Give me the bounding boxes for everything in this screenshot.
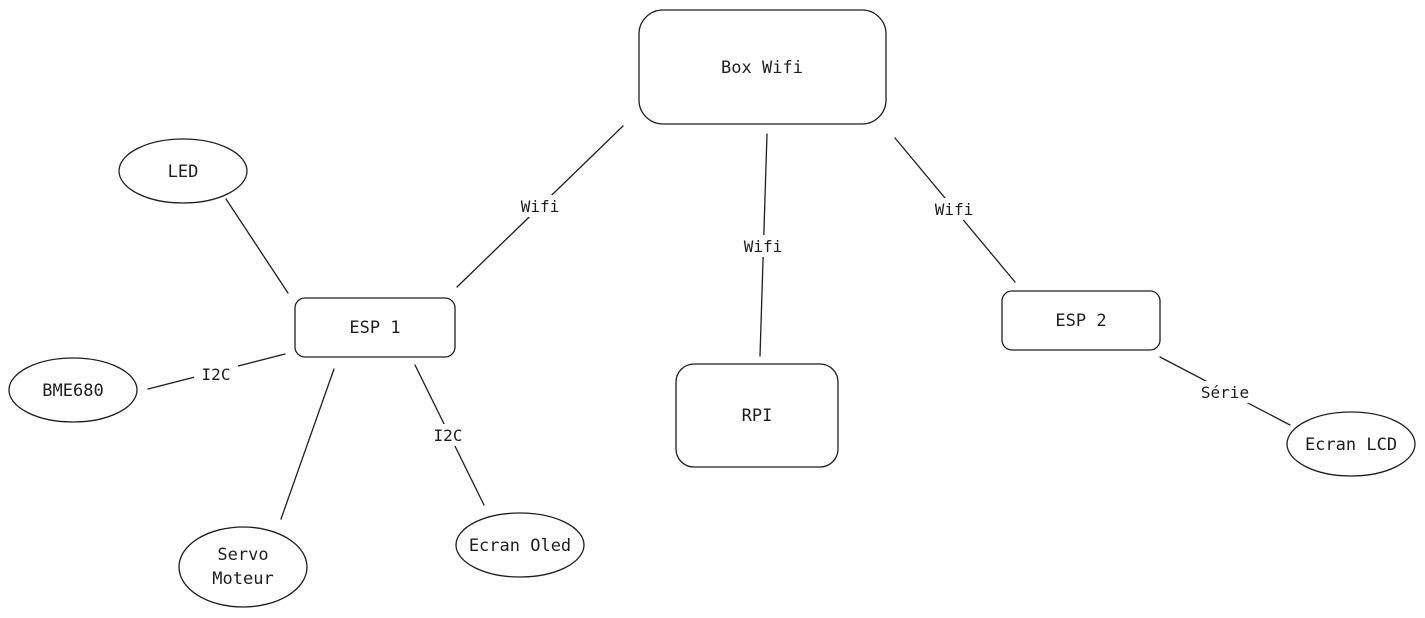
- node-ecran-oled[interactable]: Ecran Oled: [455, 512, 585, 578]
- edge-labels: Wifi Wifi Wifi I2C I2C Série: [194, 195, 1254, 446]
- edge-label-esp1-oled: I2C: [434, 426, 463, 445]
- edge-esp1-led: [225, 198, 289, 294]
- node-rpi[interactable]: RPI: [675, 363, 839, 468]
- edge-label-esp1-bme680: I2C: [202, 365, 231, 384]
- edge-label-box-esp2: Wifi: [935, 200, 974, 219]
- edge-label-box-esp1: Wifi: [521, 197, 560, 216]
- node-rpi-label: RPI: [742, 406, 773, 426]
- node-led-label: LED: [168, 162, 199, 182]
- node-esp1[interactable]: ESP 1: [294, 297, 456, 358]
- node-esp2[interactable]: ESP 2: [1001, 290, 1161, 351]
- node-ecran-lcd-label: Ecran LCD: [1305, 435, 1397, 455]
- node-esp2-label: ESP 2: [1055, 311, 1106, 331]
- edge-label-box-rpi: Wifi: [744, 237, 783, 256]
- node-bme680[interactable]: BME680: [8, 357, 138, 423]
- node-ecran-lcd[interactable]: Ecran LCD: [1286, 411, 1416, 477]
- node-box-wifi[interactable]: Box Wifi: [638, 9, 887, 125]
- node-led[interactable]: LED: [118, 138, 248, 204]
- node-ecran-oled-label: Ecran Oled: [469, 536, 571, 556]
- node-bme680-label: BME680: [42, 381, 103, 401]
- node-servo-label-line2: Moteur: [212, 569, 273, 589]
- node-servo-label-line1: Servo: [217, 545, 268, 565]
- node-esp1-label: ESP 1: [349, 318, 400, 338]
- node-box-wifi-label: Box Wifi: [721, 58, 803, 78]
- edge-esp1-servo: [280, 368, 335, 520]
- edge-label-esp2-lcd: Série: [1201, 383, 1249, 402]
- node-servo-moteur[interactable]: Servo Moteur: [178, 526, 308, 608]
